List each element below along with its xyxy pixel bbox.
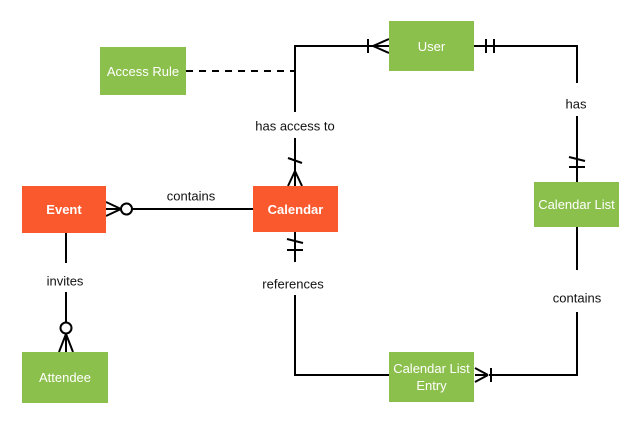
relationship-label-invites: invites xyxy=(46,273,84,289)
entity-attendee: Attendee xyxy=(22,352,108,403)
entity-calendar-list-entry-label: Calendar List Entry xyxy=(393,361,470,393)
entity-calendar-list: Calendar List xyxy=(534,182,619,227)
entity-user: User xyxy=(389,21,474,71)
double-tick-at-calendar-list xyxy=(568,156,586,168)
entity-calendar-label: Calendar xyxy=(267,201,324,217)
connector-contains-calendar-list xyxy=(474,227,578,383)
connector-has-access-to xyxy=(287,38,390,187)
crows-foot-one-or-many-at-user xyxy=(372,38,390,54)
entity-calendar-list-entry: Calendar List Entry xyxy=(389,352,474,402)
entity-event: Event xyxy=(22,186,106,233)
entity-access-rule-label: Access Rule xyxy=(106,63,180,79)
entity-access-rule: Access Rule xyxy=(100,47,186,95)
entity-event-label: Event xyxy=(46,202,82,217)
relationship-label-has: has xyxy=(565,96,587,112)
entity-calendar: Calendar xyxy=(253,186,338,232)
relationship-label-has-access-to: has access to xyxy=(255,118,335,134)
crows-foot-one-or-many-at-calendar xyxy=(287,170,303,187)
crows-foot-one-or-many-at-entry xyxy=(474,367,489,383)
double-tick-at-user xyxy=(485,39,495,53)
crows-foot-zero-or-many-at-event xyxy=(105,201,122,217)
connector-invites-event-attendee xyxy=(58,233,74,353)
zero-ring-at-event xyxy=(120,202,133,216)
relationship-label-references: references xyxy=(262,276,324,292)
relationship-label-contains-calendar-list: contains xyxy=(552,290,602,306)
entity-attendee-label: Attendee xyxy=(38,370,92,385)
connector-has-user-calendar-list xyxy=(474,39,586,182)
double-tick-at-calendar-bottom xyxy=(286,238,304,251)
zero-ring-at-attendee xyxy=(59,321,73,335)
crows-foot-zero-or-many-at-attendee xyxy=(58,333,74,353)
connector-contains-event-calendar xyxy=(105,201,253,217)
relationship-label-contains-event-calendar: contains xyxy=(166,188,216,204)
entity-user-label: User xyxy=(417,38,446,54)
entity-calendar-list-label: Calendar List xyxy=(538,197,615,212)
connector-references xyxy=(286,232,389,376)
